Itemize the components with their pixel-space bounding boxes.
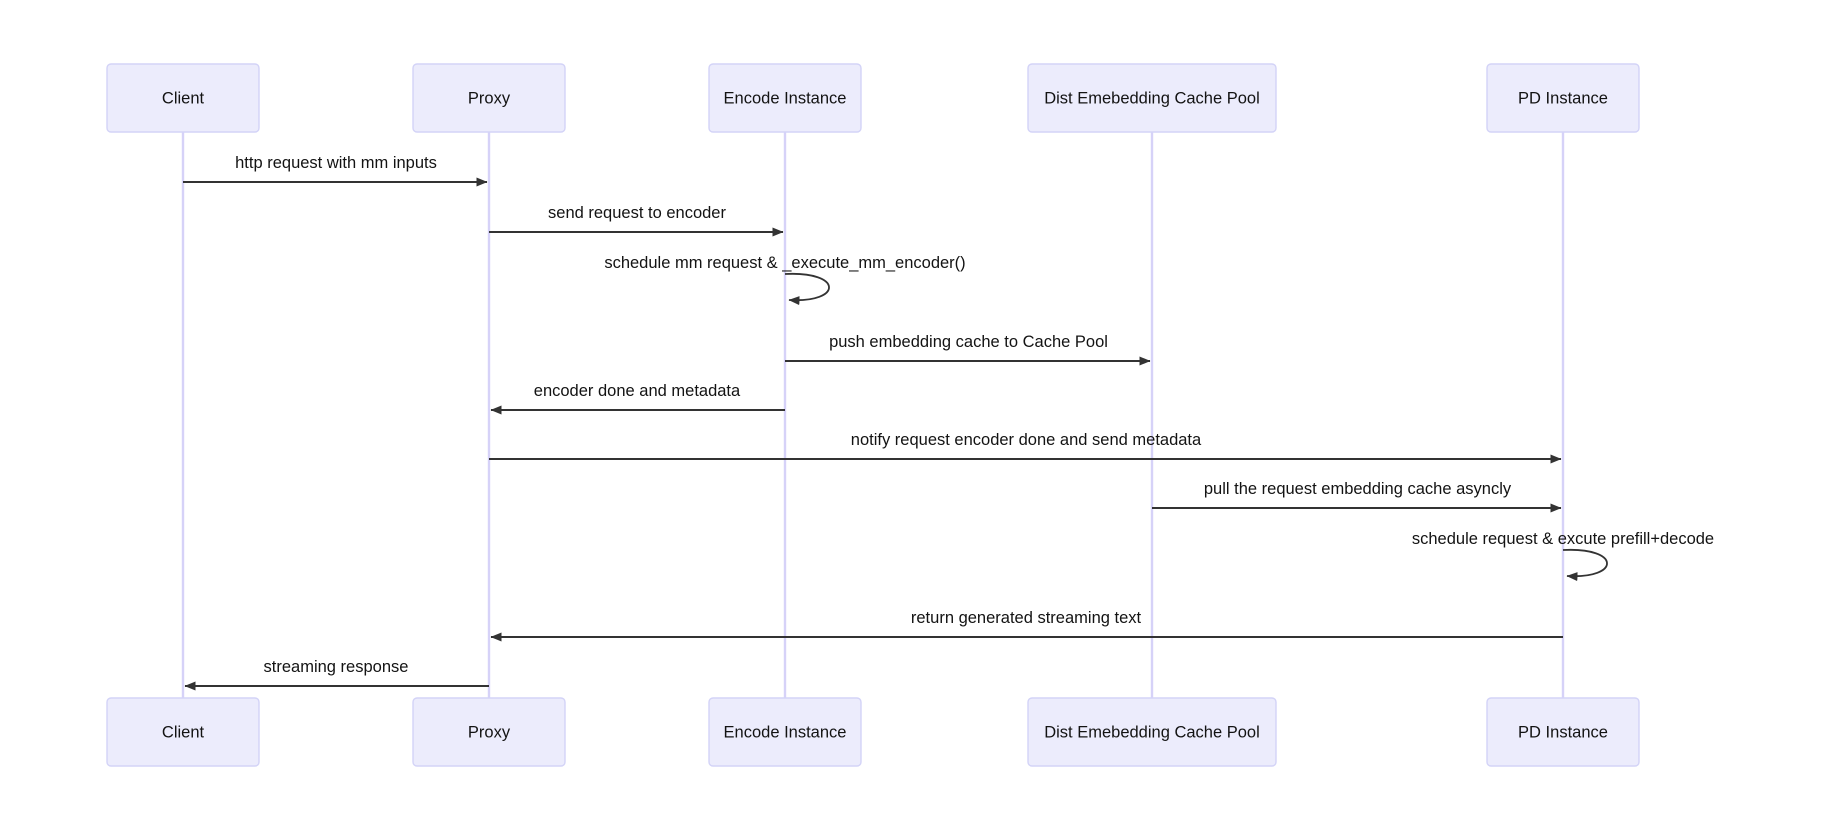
actor-box-cachepool-bottom[interactable] (1027, 697, 1277, 767)
actor-pd-bottom[interactable]: PD Instance (1486, 697, 1640, 767)
self-loop-path-8 (1562, 548, 1608, 582)
actor-proxy-bottom[interactable]: Proxy (412, 697, 566, 767)
actor-proxy-top[interactable]: Proxy (412, 63, 566, 133)
actor-cachepool-bottom[interactable]: Dist Emebedding Cache Pool (1027, 697, 1277, 767)
actor-label-encode-bottom: Encode Instance (724, 723, 847, 741)
message-1-client-to-proxy[interactable]: http request with mm inputs (183, 154, 488, 187)
actor-client-bottom[interactable]: Client (106, 697, 260, 767)
message-4-encode-to-cachepool[interactable]: push embedding cache to Cache Pool (785, 333, 1151, 366)
message-2-proxy-to-encode[interactable]: send request to encoder (489, 204, 784, 237)
actor-box-encode-top[interactable] (708, 63, 862, 133)
message-10-proxy-to-client[interactable]: streaming response (184, 658, 489, 691)
actor-pd-top[interactable]: PD Instance (1486, 63, 1640, 133)
message-label-3: schedule mm request & _execute_mm_encode… (604, 254, 965, 272)
actor-cachepool-top[interactable]: Dist Emebedding Cache Pool (1027, 63, 1277, 133)
message-5-encode-to-proxy[interactable]: encoder done and metadata (490, 382, 785, 415)
messages-group: http request with mm inputs send request … (183, 154, 1714, 691)
actor-label-cachepool-bottom: Dist Emebedding Cache Pool (1044, 723, 1260, 741)
actor-box-proxy-top[interactable] (412, 63, 566, 133)
message-6-proxy-to-pd[interactable]: notify request encoder done and send met… (489, 431, 1562, 464)
message-label-9: return generated streaming text (911, 609, 1142, 627)
message-label-1: http request with mm inputs (235, 154, 437, 172)
actor-box-pd-top[interactable] (1486, 63, 1640, 133)
message-7-cachepool-to-pd[interactable]: pull the request embedding cache asyncly (1152, 480, 1562, 513)
actor-label-client-bottom: Client (162, 723, 205, 741)
actor-label-pd-top: PD Instance (1518, 89, 1608, 107)
actor-encode-bottom[interactable]: Encode Instance (708, 697, 862, 767)
message-8-pd-to-pd[interactable]: schedule request & excute prefill+decode (1412, 530, 1714, 582)
actors-top-group: Client Proxy Encode Instance Dist Emebeddin… (106, 63, 1640, 133)
actor-label-cachepool-top: Dist Emebedding Cache Pool (1044, 89, 1260, 107)
message-label-4: push embedding cache to Cache Pool (829, 333, 1108, 351)
actor-label-encode-top: Encode Instance (724, 89, 847, 107)
actor-label-proxy-bottom: Proxy (468, 723, 511, 741)
actor-box-cachepool-top[interactable] (1027, 63, 1277, 133)
actor-box-client-bottom[interactable] (106, 697, 260, 767)
self-loop-path-3 (784, 272, 830, 306)
actor-label-client-top: Client (162, 89, 205, 107)
actor-box-proxy-bottom[interactable] (412, 697, 566, 767)
message-label-10: streaming response (264, 658, 409, 676)
actor-box-pd-bottom[interactable] (1486, 697, 1640, 767)
actors-bottom-group: Client Proxy Encode Instance Dist Emebeddin… (106, 697, 1640, 767)
actor-label-pd-bottom: PD Instance (1518, 723, 1608, 741)
actor-label-proxy-top: Proxy (468, 89, 511, 107)
message-label-7: pull the request embedding cache asyncly (1204, 480, 1512, 498)
message-9-pd-to-proxy[interactable]: return generated streaming text (490, 609, 1563, 642)
lifelines-group (181, 132, 1565, 698)
message-label-6: notify request encoder done and send met… (851, 431, 1202, 449)
actor-encode-top[interactable]: Encode Instance (708, 63, 862, 133)
actor-box-encode-bottom[interactable] (708, 697, 862, 767)
actor-box-client-top[interactable] (106, 63, 260, 133)
message-3-encode-to-encode[interactable]: schedule mm request & _execute_mm_encode… (604, 254, 966, 306)
message-label-8: schedule request & excute prefill+decode (1412, 530, 1714, 548)
message-label-2: send request to encoder (548, 204, 726, 222)
message-label-5: encoder done and metadata (534, 382, 741, 400)
actor-client-top[interactable]: Client (106, 63, 260, 133)
